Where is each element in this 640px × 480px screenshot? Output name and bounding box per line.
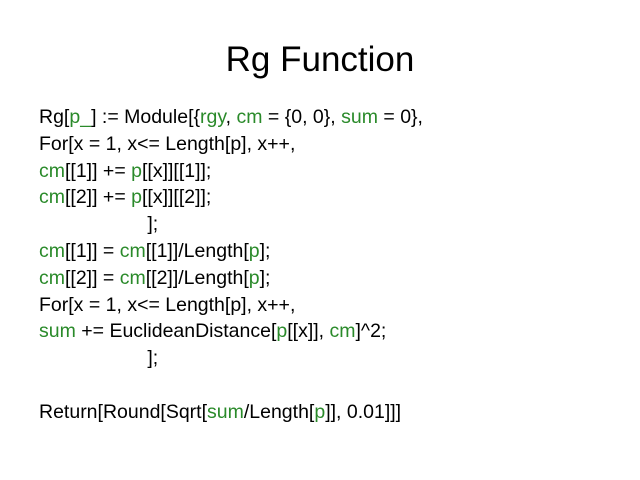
code-variable: p_ [69, 106, 92, 128]
code-text: Return[Round[Sqrt[ [39, 400, 208, 423]
code-variable: cm [119, 239, 146, 262]
code-text: , [225, 106, 237, 128]
code-text: Rg[ [39, 106, 70, 128]
code-variable: sum [341, 106, 378, 128]
code-text: [[x]][[2]]; [142, 186, 212, 209]
code-variable: cm [39, 266, 65, 289]
code-line: cm[[2]] = cm[[2]]/Length[p]; [39, 265, 423, 292]
code-line: Return[Round[Sqrt[sum/Length[p]], 0.01]]… [39, 399, 423, 426]
code-variable: p [131, 186, 142, 209]
code-text: /Length[ [243, 400, 315, 423]
code-line: cm[[1]] = cm[[1]]/Length[p]; [39, 238, 423, 265]
code-variable: cm [39, 159, 65, 182]
code-text: ] := Module[{ [91, 106, 201, 128]
code-variable: cm [39, 239, 65, 262]
code-line: cm[[2]] += p[[x]][[2]]; [39, 184, 423, 211]
code-text: ]; [259, 266, 271, 289]
code-variable: cm [329, 320, 356, 343]
code-text: ]; [39, 347, 159, 370]
code-line: For[x = 1, x<= Length[p], x++, [39, 292, 423, 319]
code-line: cm[[1]] += p[[x]][[1]]; [39, 158, 423, 185]
code-line: ]; [39, 345, 423, 372]
code-text: [[1]] = [65, 239, 120, 262]
code-variable: p [131, 159, 142, 182]
code-text: [[1]]/Length[ [145, 239, 249, 262]
code-line: sum += EuclideanDistance[p[[x]], cm]^2; [39, 318, 423, 345]
code-line [39, 372, 423, 399]
code-text: = 0}, [377, 106, 423, 128]
code-variable: p [314, 400, 326, 423]
code-text: += EuclideanDistance[ [75, 320, 277, 343]
code-variable: cm [119, 266, 146, 289]
code-text: For[x = 1, x<= Length[p], x++, [39, 132, 296, 155]
code-variable: p [276, 320, 288, 343]
code-variable: cm [236, 106, 263, 128]
code-text: ]; [259, 239, 271, 262]
code-variable: sum [207, 400, 244, 423]
code-text: [[x]], [287, 320, 330, 343]
code-text: [[2]] = [65, 266, 120, 289]
code-line: Rg[p_] := Module[{rgy, cm = {0, 0}, sum … [39, 104, 423, 131]
code-text: = {0, 0}, [262, 106, 342, 128]
code-text: [[2]]/Length[ [145, 266, 249, 289]
code-line: ]; [39, 211, 423, 238]
code-text: ]], 0.01]]] [325, 400, 402, 423]
code-text: [[x]][[1]]; [142, 159, 212, 182]
code-text: For[x = 1, x<= Length[p], x++, [39, 293, 296, 316]
code-text: ]^2; [355, 320, 387, 343]
code-block: Rg[p_] := Module[{rgy, cm = {0, 0}, sum … [39, 104, 423, 426]
slide-title: Rg Function [225, 40, 415, 79]
code-variable: p [248, 239, 260, 262]
code-variable: cm [39, 186, 65, 209]
code-variable: p [248, 266, 260, 289]
code-variable: sum [39, 320, 76, 343]
code-text: [[2]] += [65, 186, 132, 209]
code-text: ]; [39, 213, 159, 236]
code-line: For[x = 1, x<= Length[p], x++, [39, 131, 423, 158]
code-variable: rgy [200, 106, 226, 128]
code-text: [[1]] += [65, 159, 132, 182]
